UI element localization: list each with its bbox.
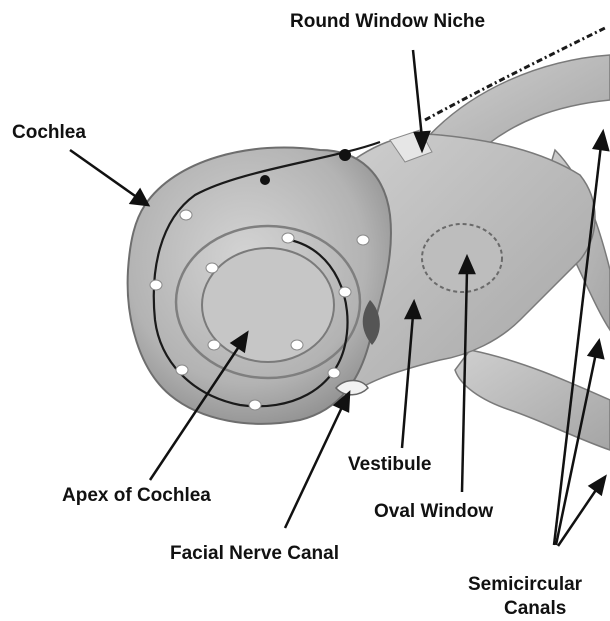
arrowhead-semicircular-middle: [589, 341, 603, 358]
label-semicircular-canals: Semicircular Canals: [468, 573, 610, 621]
electrode-contact: [260, 175, 270, 185]
cochlea-apical-turn: [202, 248, 334, 362]
label-round-window-niche: Round Window Niche: [290, 12, 485, 31]
arrow-facial-nerve: [285, 405, 343, 528]
arrowhead-semicircular-lower: [590, 477, 605, 494]
arrow-semicircular-lower: [558, 487, 598, 546]
label-apex-of-cochlea: Apex of Cochlea: [62, 486, 211, 505]
arrowhead-semicircular-upper: [594, 132, 608, 150]
label-facial-nerve-canal: Facial Nerve Canal: [170, 544, 339, 563]
label-cochlea: Cochlea: [12, 123, 86, 142]
arrow-round-window: [413, 50, 422, 138]
arrow-cochlea: [70, 150, 138, 198]
oval-window-outline: [422, 224, 502, 292]
label-oval-window: Oval Window: [374, 502, 493, 521]
label-vestibule: Vestibule: [348, 455, 431, 474]
arrowhead-cochlea: [131, 190, 148, 205]
label-semicircular-line2: Canals: [468, 597, 610, 621]
label-semicircular-line1: Semicircular: [468, 573, 610, 597]
electrode-contact: [339, 149, 351, 161]
